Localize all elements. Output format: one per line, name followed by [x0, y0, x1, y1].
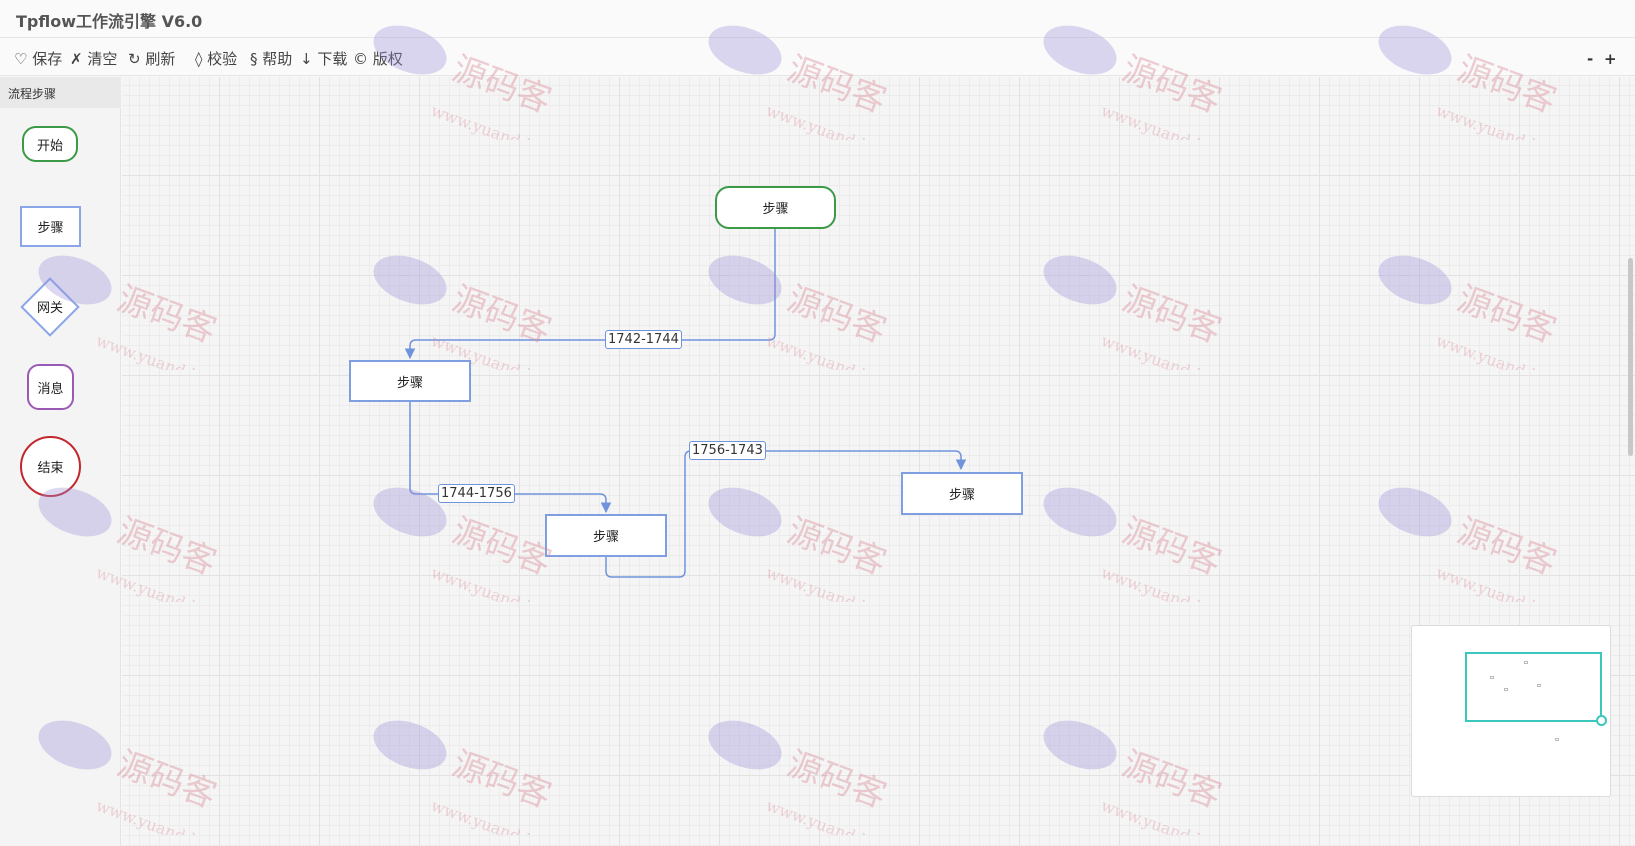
edge-line-1756-1743[interactable] — [605, 450, 967, 578]
edge-label-1756-1743[interactable]: 1756-1743 — [689, 441, 766, 460]
palette-gateway-label: 网关 — [36, 301, 63, 316]
edge-label-1744-1756[interactable]: 1744-1756 — [438, 484, 515, 503]
flow-canvas[interactable] — [122, 77, 1635, 846]
edge-label-1742-1744[interactable]: 1742-1744 — [605, 330, 682, 349]
palette-title: 流程步骤 — [8, 87, 57, 101]
copyright-button[interactable]: © 版权 — [353, 50, 403, 68]
flow-node-step[interactable]: 步骤 — [545, 514, 667, 557]
minimap-node — [1537, 684, 1541, 687]
toolbar: ♡ 保存 ✗ 清空 ↻ 刷新 ◊ 校验 § 帮助 ↓ 下载 © 版权 - + — [0, 38, 1635, 76]
refresh-button[interactable]: ↻ 刷新 — [128, 50, 176, 68]
flow-node-step[interactable]: 步骤 — [901, 472, 1023, 515]
clear-button[interactable]: ✗ 清空 — [70, 50, 118, 68]
minimap-resize-handle[interactable] — [1596, 715, 1607, 726]
palette-start-node[interactable]: 开始 — [22, 126, 78, 162]
minimap-node — [1504, 688, 1508, 691]
check-button[interactable]: ◊ 校验 — [195, 50, 238, 68]
zoom-out-button[interactable]: - — [1587, 50, 1594, 68]
palette-sidebar: 流程步骤 开始 步骤 网关 消息 结束 — [0, 77, 121, 846]
minimap-viewport[interactable] — [1465, 652, 1602, 722]
minimap[interactable] — [1411, 625, 1611, 797]
palette-step-node[interactable]: 步骤 — [20, 206, 81, 247]
zoom-in-button[interactable]: + — [1604, 50, 1617, 68]
app-title: Tpflow工作流引擎 V6.0 — [16, 12, 203, 31]
minimap-node — [1524, 661, 1528, 664]
minimap-node — [1490, 676, 1494, 679]
download-button[interactable]: ↓ 下载 — [300, 50, 348, 68]
title-bar: Tpflow工作流引擎 V6.0 — [0, 0, 1635, 38]
palette-end-node[interactable]: 结束 — [20, 436, 81, 497]
flow-node-step[interactable]: 步骤 — [349, 360, 471, 402]
palette-gateway-node[interactable]: 网关 — [20, 277, 80, 337]
canvas-scrollbar[interactable] — [1628, 258, 1633, 456]
help-button[interactable]: § 帮助 — [250, 50, 293, 68]
palette-message-node[interactable]: 消息 — [27, 364, 74, 410]
flow-node-start-step[interactable]: 步骤 — [715, 186, 836, 229]
save-button[interactable]: ♡ 保存 — [14, 50, 63, 68]
palette-header: 流程步骤 — [0, 77, 121, 108]
minimap-node — [1555, 738, 1559, 741]
edge-line-1742-1744[interactable] — [404, 229, 776, 360]
